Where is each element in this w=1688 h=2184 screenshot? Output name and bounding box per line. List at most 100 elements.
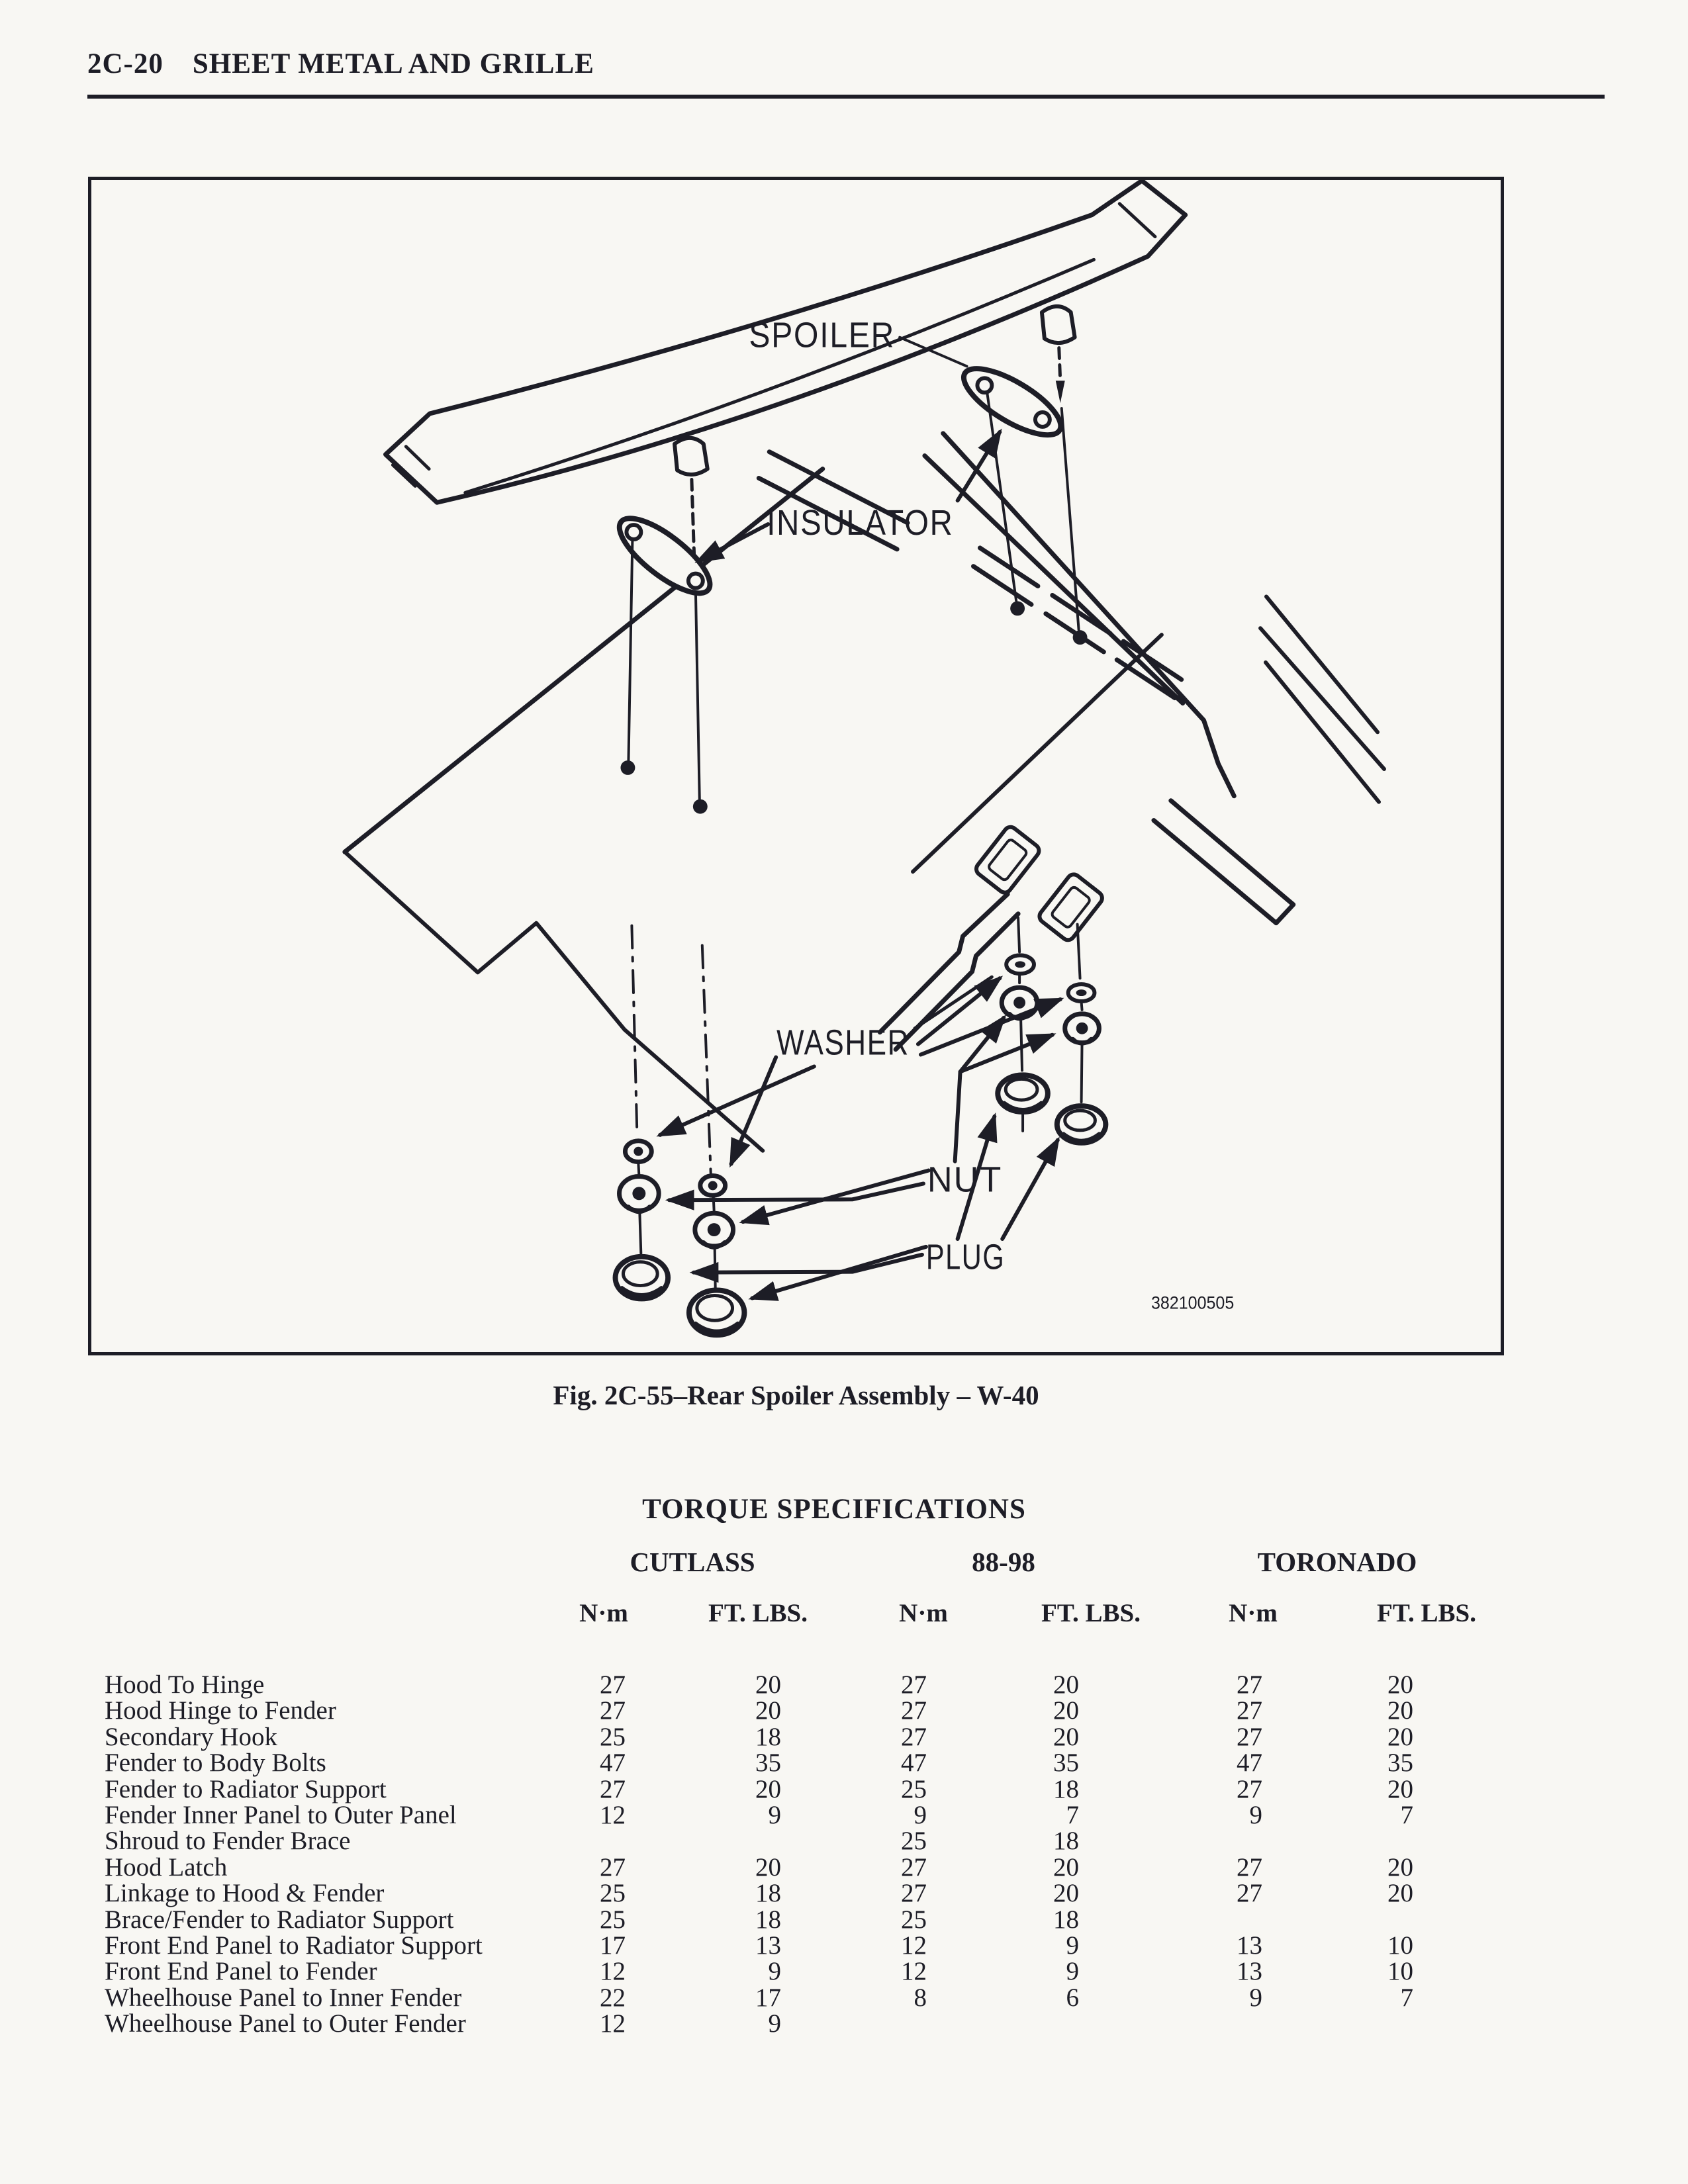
- torque-value: 9: [1249, 1801, 1263, 1829]
- insulator-right: [961, 366, 1064, 616]
- washer-label: WASHER: [776, 1023, 910, 1063]
- torque-value: 20: [755, 1670, 781, 1699]
- fastener-stack-left: [612, 1138, 747, 1338]
- torque-value: 20: [1053, 1879, 1079, 1907]
- torque-value: 20: [1387, 1723, 1413, 1751]
- row-label: Hood To Hinge: [105, 1670, 265, 1699]
- torque-value: 20: [755, 1775, 781, 1803]
- torque-value: 18: [1053, 1827, 1079, 1855]
- torque-value: 7: [1066, 1801, 1080, 1829]
- torque-value: 12: [600, 2009, 626, 2038]
- insulator-left: [616, 516, 713, 1134]
- torque-value: 17: [600, 1931, 626, 1960]
- torque-value: 13: [1237, 1957, 1262, 1985]
- torque-value: 10: [1387, 1931, 1413, 1960]
- torque-value: 27: [600, 1696, 626, 1725]
- torque-value: 25: [600, 1723, 626, 1751]
- torque-value: 9: [768, 1957, 782, 1985]
- group-header-cutlass: CUTLASS: [630, 1547, 755, 1577]
- torque-value: 47: [1237, 1749, 1262, 1777]
- figure-part-number: 382100505: [1151, 1293, 1234, 1312]
- torque-value: 12: [600, 1801, 626, 1829]
- torque-value: 20: [1053, 1670, 1079, 1699]
- torque-value: 27: [1237, 1879, 1262, 1907]
- torque-value: 35: [1053, 1749, 1079, 1777]
- torque-value: 25: [600, 1879, 626, 1907]
- callout-arrows: [656, 428, 1064, 1301]
- unit-header: FT. LBS.: [708, 1599, 808, 1627]
- torque-value: 35: [1387, 1749, 1413, 1777]
- torque-value: 27: [901, 1879, 927, 1907]
- rear-deck-panel: [342, 431, 1386, 1153]
- torque-value: 12: [901, 1957, 927, 1985]
- spoiler-label: SPOILER: [749, 316, 895, 355]
- torque-value: 18: [755, 1879, 781, 1907]
- torque-value: 9: [1066, 1957, 1080, 1985]
- torque-value: 27: [1237, 1723, 1262, 1751]
- torque-value: 10: [1387, 1957, 1413, 1985]
- section-title: SHEET METAL AND GRILLE: [192, 48, 594, 79]
- torque-value: 25: [901, 1827, 927, 1855]
- fastener-stack-right: [995, 916, 1109, 1146]
- table-row: Front End Panel to Radiator Support 17 13 1…: [105, 1933, 1495, 1959]
- torque-value: 22: [600, 1983, 626, 2012]
- torque-value: 27: [1237, 1696, 1262, 1725]
- torque-value: 7: [1400, 1801, 1414, 1829]
- spoiler-leader-line: [898, 336, 968, 368]
- unit-header: N·m: [1229, 1599, 1278, 1627]
- group-header-toronado: TORONADO: [1257, 1547, 1417, 1577]
- row-label: Fender to Body Bolts: [105, 1749, 326, 1777]
- torque-value: 9: [1066, 1931, 1080, 1960]
- torque-value: 13: [1237, 1931, 1262, 1960]
- torque-value: 27: [901, 1723, 927, 1751]
- torque-value: 27: [600, 1775, 626, 1803]
- torque-value: 27: [600, 1853, 626, 1882]
- torque-value: 18: [755, 1905, 781, 1934]
- row-label: Fender Inner Panel to Outer Panel: [105, 1801, 457, 1829]
- torque-value: 20: [1387, 1853, 1413, 1882]
- row-label: Wheelhouse Panel to Inner Fender: [105, 1983, 462, 2012]
- torque-value: 8: [914, 1983, 927, 2012]
- torque-value: 12: [901, 1931, 927, 1960]
- row-label: Hood Latch: [105, 1853, 228, 1882]
- torque-value: 20: [1387, 1670, 1413, 1699]
- torque-value: 27: [1237, 1670, 1262, 1699]
- torque-value: 20: [1387, 1775, 1413, 1803]
- torque-value: 20: [755, 1696, 781, 1725]
- torque-value: 27: [1237, 1853, 1262, 1882]
- torque-value: 47: [901, 1749, 927, 1777]
- torque-value: 18: [1053, 1905, 1079, 1934]
- rear-spoiler-diagram: SPOILER INSULATOR WASHER NUT PLUG 382100…: [342, 180, 1386, 1338]
- torque-value: 20: [1053, 1723, 1079, 1751]
- torque-value: 20: [755, 1853, 781, 1882]
- torque-value: 27: [1237, 1775, 1262, 1803]
- plug-label: PLUG: [926, 1238, 1005, 1277]
- unit-header: N·m: [579, 1599, 628, 1627]
- row-label: Wheelhouse Panel to Outer Fender: [105, 2009, 466, 2038]
- row-label: Fender to Radiator Support: [105, 1775, 387, 1803]
- nut-label: NUT: [927, 1160, 1002, 1199]
- torque-value: 47: [600, 1749, 626, 1777]
- row-label: Front End Panel to Radiator Support: [105, 1931, 483, 1960]
- torque-value: 27: [600, 1670, 626, 1699]
- insulator-label: INSULATOR: [767, 503, 953, 543]
- license-pocket: [1037, 872, 1104, 942]
- torque-value: 25: [901, 1905, 927, 1934]
- torque-value: 18: [1053, 1775, 1079, 1803]
- figure-caption: Fig. 2C-55–Rear Spoiler Assembly – W-40: [553, 1380, 1039, 1410]
- license-pocket: [974, 825, 1041, 895]
